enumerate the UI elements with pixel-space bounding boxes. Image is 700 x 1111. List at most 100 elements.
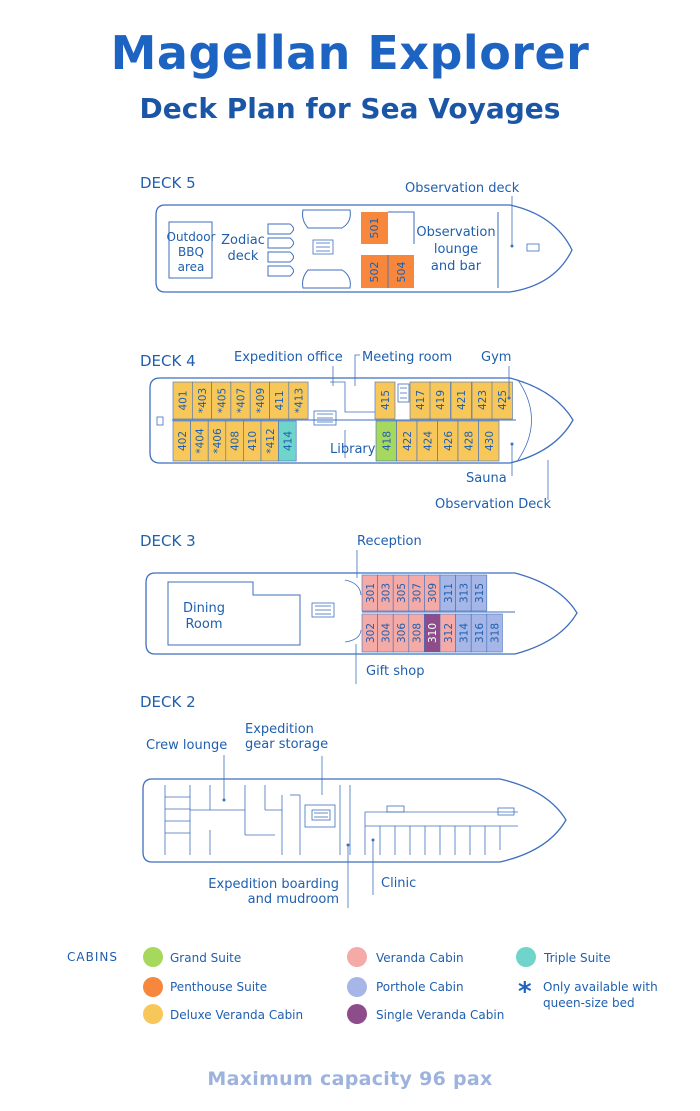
cabin-label-306: 306 — [396, 623, 408, 643]
gift-shop-label: Gift shop — [366, 664, 424, 679]
legend-swatch-grand-suite — [143, 947, 163, 967]
legend-queen-2: queen-size bed — [543, 996, 635, 1010]
cabin-label-407: *407 — [236, 388, 248, 413]
deck4-stairs-icon — [313, 383, 410, 426]
lounge-line-1: Observation — [416, 225, 495, 240]
cabin-label-425: 425 — [497, 390, 509, 410]
legend-grand-suite: Grand Suite — [170, 951, 241, 965]
legend-porthole: Porthole Cabin — [376, 980, 464, 994]
cabin-label-414: 414 — [282, 431, 294, 451]
lounge-line-2: lounge — [434, 242, 478, 257]
cabin-label-428: 428 — [463, 431, 475, 451]
cabin-label-315: 315 — [474, 583, 486, 603]
cabin-label-411: 411 — [274, 390, 286, 410]
cabin-504: 504 — [395, 262, 408, 283]
capacity-note: Maximum capacity 96 pax — [207, 1068, 493, 1090]
cabin-label-413: *413 — [293, 388, 305, 413]
zodiac-boats-icon — [267, 223, 294, 277]
sauna-label: Sauna — [466, 471, 507, 486]
legend-swatch-penthouse — [143, 977, 163, 997]
cabin-425 — [491, 381, 513, 420]
legend-swatch-deluxe — [143, 1004, 163, 1024]
bbq-line-2: BBQ — [178, 245, 204, 259]
cabin-501: 501 — [368, 218, 381, 239]
legend: CABINS Grand Suite Penthouse Suite Delux… — [67, 947, 658, 1024]
cabin-label-410: 410 — [247, 431, 259, 451]
cabin-label-304: 304 — [380, 623, 392, 643]
cabin-label-311: 311 — [443, 583, 455, 603]
deck5-stairs-icon — [312, 239, 334, 255]
cabin-label-404: *404 — [194, 428, 206, 454]
cabin-label-412: *412 — [265, 428, 277, 453]
legend-triple: Triple Suite — [543, 951, 611, 965]
bbq-line-3: area — [178, 260, 205, 274]
cabin-label-401: 401 — [178, 390, 190, 410]
reception-label: Reception — [357, 534, 422, 549]
gear-line-2: gear storage — [245, 737, 328, 752]
cabin-label-409: *409 — [255, 388, 267, 413]
deck3-hull — [145, 572, 578, 655]
cabin-label-318: 318 — [490, 623, 502, 643]
cabin-label-417: 417 — [415, 390, 427, 410]
cabin-label-403: *403 — [197, 388, 209, 413]
legend-swatch-veranda — [347, 947, 367, 967]
cabin-label-424: 424 — [422, 431, 434, 451]
library-label: Library — [330, 442, 376, 457]
deck4-hull — [149, 377, 574, 464]
page-title: Magellan Explorer — [110, 26, 590, 80]
cabin-label-302: 302 — [365, 623, 377, 643]
clinic-label: Clinic — [381, 876, 416, 891]
lounge-line-3: and bar — [431, 259, 482, 274]
deck2-label: DECK 2 — [140, 693, 196, 711]
cabin-label-316: 316 — [474, 623, 486, 643]
cabin-label-421: 421 — [456, 390, 468, 410]
deck-2: DECK 2 — [140, 693, 567, 908]
cabin-label-310: 310 — [427, 623, 439, 643]
cabin-419 — [429, 381, 451, 420]
zodiac-line-1: Zodiac — [221, 233, 265, 248]
legend-swatch-triple — [516, 947, 536, 967]
cabin-label-406: *406 — [212, 428, 224, 454]
deck5-label: DECK 5 — [140, 174, 196, 192]
cabin-label-415: 415 — [380, 390, 392, 410]
legend-swatch-porthole — [347, 977, 367, 997]
cabin-label-307: 307 — [412, 583, 424, 603]
cabin-415 — [374, 381, 396, 420]
legend-single: Single Veranda Cabin — [376, 1008, 504, 1022]
crew-lounge-label: Crew lounge — [146, 738, 227, 753]
deck5-hull — [155, 204, 573, 293]
deck4-label: DECK 4 — [140, 352, 196, 370]
legend-queen-1: Only available with — [543, 980, 658, 994]
cabin-label-422: 422 — [402, 431, 414, 451]
cabin-318 — [486, 613, 503, 653]
legend-veranda: Veranda Cabin — [376, 951, 464, 965]
deck4-aft-top-cabins: 401 *403 *405 *407 *409 411 *413 — [172, 381, 309, 420]
cabin-label-313: 313 — [458, 583, 470, 603]
legend-title: CABINS — [67, 950, 118, 964]
legend-swatch-single — [347, 1004, 367, 1024]
exp-office-label: Expedition office — [234, 350, 343, 365]
cabin-label-303: 303 — [380, 583, 392, 603]
obs-deck5-label: Observation deck — [405, 181, 520, 196]
dining-line-2: Room — [185, 617, 222, 632]
legend-penthouse: Penthouse Suite — [170, 980, 267, 994]
deck-5: DECK 5 Outdoor BBQ area Zodiac deck 501 — [140, 174, 573, 293]
cabin-421 — [450, 381, 472, 420]
cabin-430 — [478, 420, 500, 462]
cabin-label-405: *405 — [216, 388, 228, 413]
cabin-label-418: 418 — [381, 431, 393, 451]
cabin-label-408: 408 — [230, 431, 242, 451]
meeting-room-label: Meeting room — [362, 350, 452, 365]
cabin-label-423: 423 — [477, 390, 489, 410]
boarding-line-2: and mudroom — [248, 892, 339, 907]
asterisk-icon: * — [518, 977, 532, 1007]
cabin-label-301: 301 — [365, 583, 377, 603]
bbq-line-1: Outdoor — [167, 230, 216, 244]
dining-line-1: Dining — [183, 601, 225, 616]
